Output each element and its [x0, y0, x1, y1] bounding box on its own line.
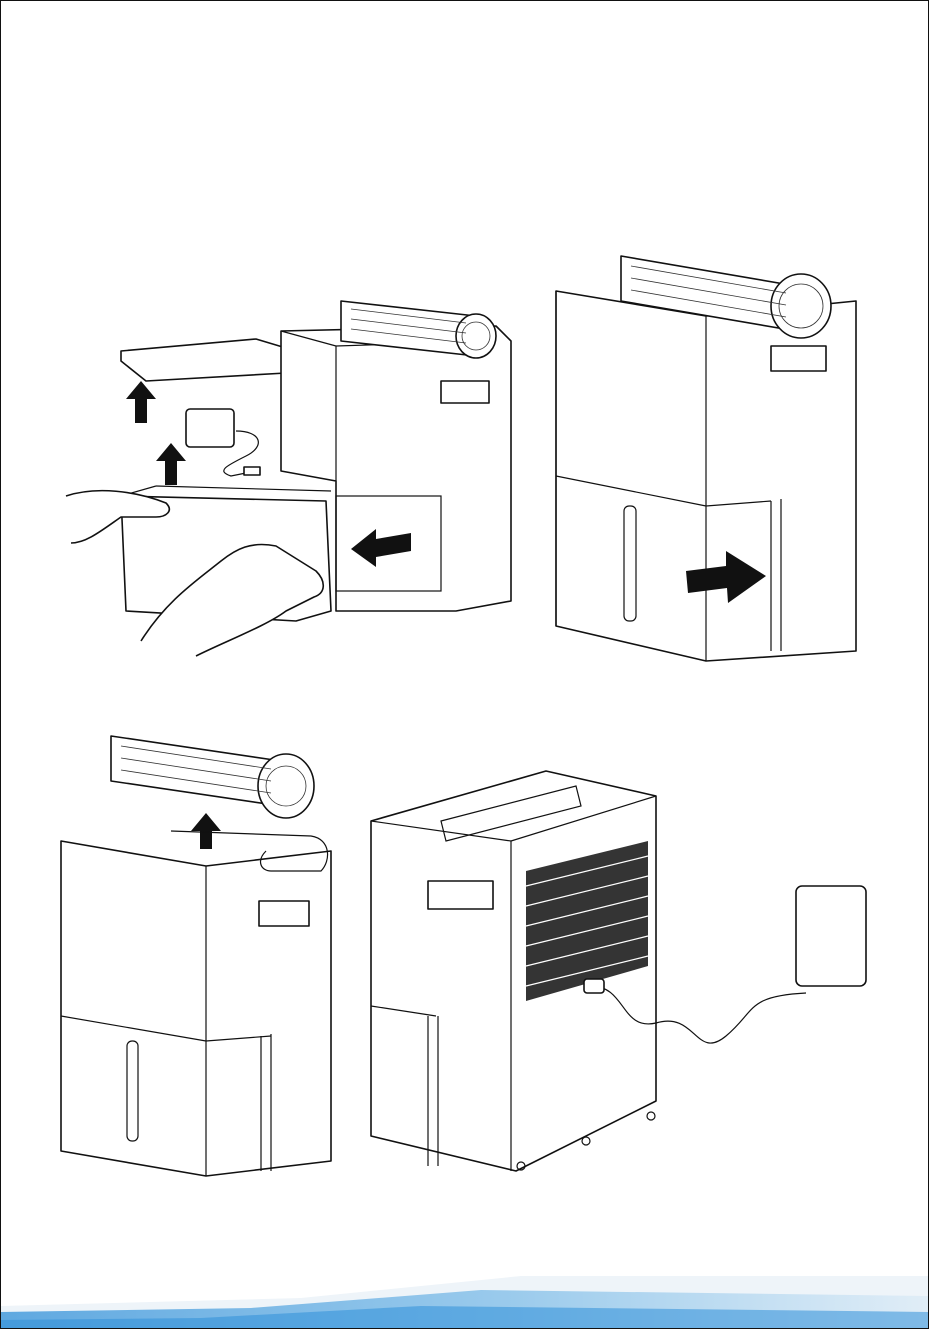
dehumidifier-body [61, 841, 331, 1176]
handle-slot [771, 346, 826, 371]
arrow-up-icon [126, 381, 156, 423]
illustration-insert-water-tank [546, 231, 866, 671]
illustration-rear-power-adapter [366, 761, 886, 1191]
power-plug [584, 979, 604, 993]
footer-wave-band [1, 1268, 929, 1328]
power-adapter-icon [186, 409, 260, 476]
handle-slot [441, 381, 489, 403]
top-lid-panel [121, 339, 296, 381]
handle-slot [428, 881, 493, 909]
arrow-up-icon [191, 813, 221, 849]
arrow-up-icon [156, 443, 186, 485]
handle-slot [259, 901, 309, 926]
illustration-lift-filter-cover [41, 721, 356, 1191]
illustration-remove-water-tank [46, 281, 526, 671]
fan-filter-cylinder-icon [111, 736, 314, 818]
